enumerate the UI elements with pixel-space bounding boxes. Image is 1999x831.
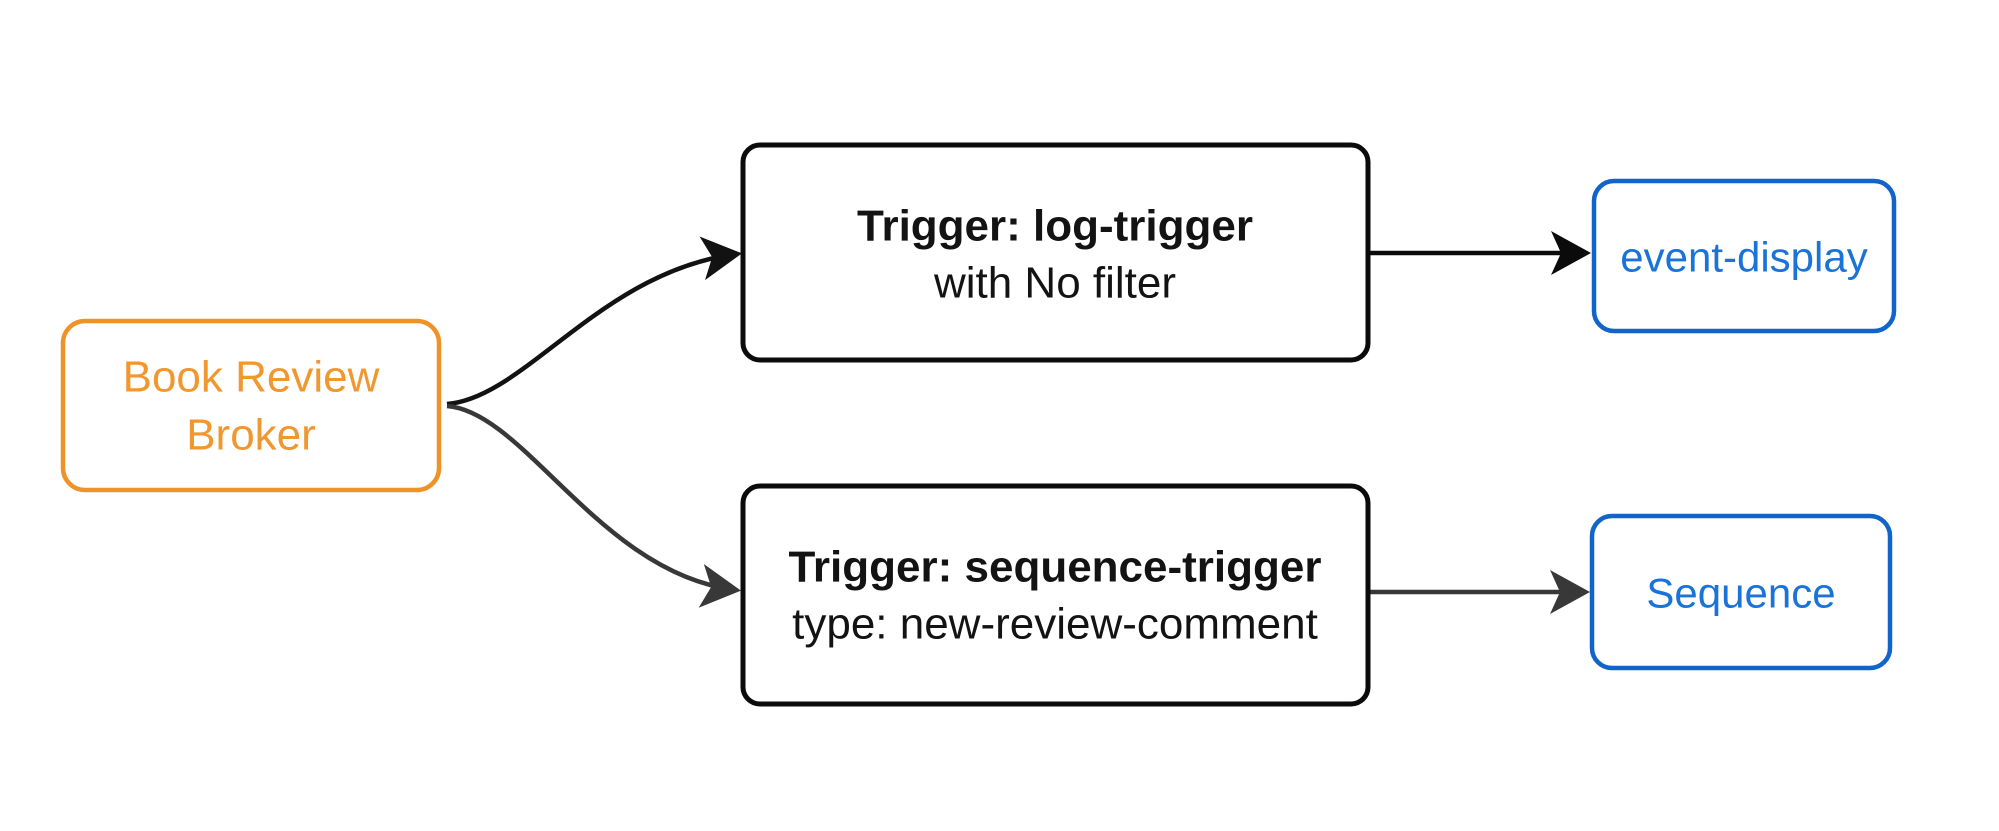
node-event-display-border [1591, 178, 1897, 334]
node-sequence-label: Sequence [1646, 570, 1835, 617]
node-log-trigger-subtitle: with No filter [933, 259, 1176, 308]
node-broker-label-line1: Book Review [123, 353, 380, 402]
node-sequence-trigger-title: Trigger: sequence-trigger [788, 543, 1321, 592]
node-log-trigger-title: Trigger: log-trigger [857, 202, 1253, 251]
node-event-display-label: event-display [1620, 234, 1867, 281]
node-log-trigger-border [740, 142, 1371, 363]
edge-broker-to-log-trigger [446, 236, 742, 407]
node-sequence-trigger-subtitle: type: new-review-comment [792, 600, 1318, 649]
node-sequence-border [1589, 513, 1893, 671]
node-sequence-trigger-border [740, 483, 1371, 707]
node-sequence-trigger: Trigger: sequence-trigger type: new-revi… [740, 483, 1371, 707]
edge-broker-to-sequence-trigger [446, 403, 741, 608]
node-event-display: event-display [1591, 178, 1897, 334]
node-log-trigger: Trigger: log-trigger with No filter [740, 142, 1371, 363]
node-broker-border [60, 318, 442, 493]
node-broker: Book Review Broker [60, 318, 442, 493]
node-broker-label-line2: Broker [186, 411, 316, 460]
node-sequence: Sequence [1589, 513, 1893, 671]
